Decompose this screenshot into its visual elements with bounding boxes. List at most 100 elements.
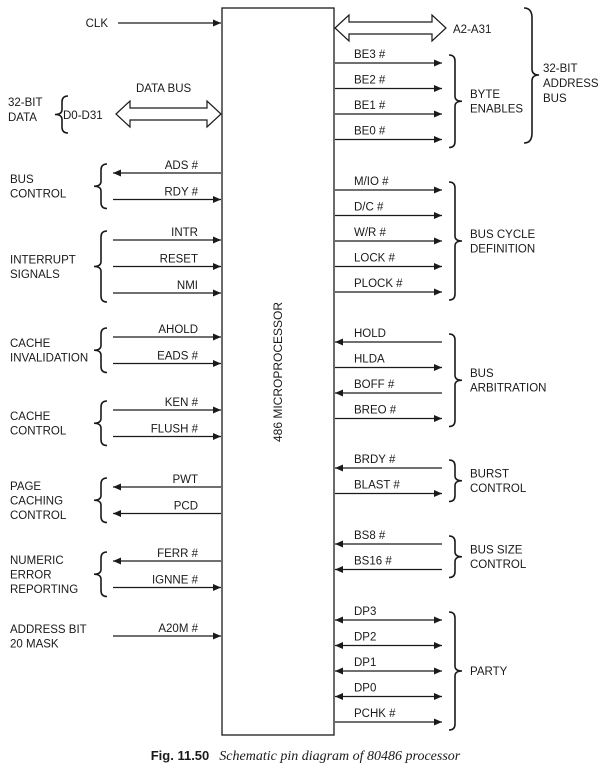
pin-label: PWT	[172, 474, 198, 486]
clk-arrowhead	[213, 19, 221, 27]
group-brace	[93, 477, 108, 524]
pin-label: W/R #	[354, 227, 387, 239]
pin-label: D/C #	[354, 202, 384, 214]
pin-label: LOCK #	[354, 253, 396, 265]
data-group-label: DATA	[8, 112, 37, 124]
pin-arrowhead	[434, 59, 442, 67]
pin-arrowhead	[434, 490, 442, 497]
pin-arrowhead	[213, 236, 221, 244]
pin-arrowhead	[335, 616, 343, 624]
pin-arrowhead	[213, 196, 221, 203]
group-label: PAGE	[10, 481, 41, 493]
group-label: ERROR	[10, 569, 52, 581]
pin-arrowhead	[213, 333, 221, 341]
group-label: BUS	[470, 368, 494, 380]
pin-label: AHOLD	[158, 324, 198, 336]
pin-label: RESET	[160, 254, 198, 266]
group-brace	[93, 230, 108, 303]
group-brace	[448, 54, 463, 149]
pin-arrowhead	[335, 338, 343, 346]
figure-caption: Fig. 11.50 Schematic pin diagram of 80486…	[0, 748, 611, 765]
chip-label: 486 MICROPROCESSOR	[271, 302, 285, 442]
pin-arrowhead	[335, 389, 343, 397]
group-label: BUS CYCLE	[470, 229, 536, 241]
pin-label: DP2	[354, 632, 376, 644]
pin-label: PLOCK #	[354, 278, 403, 290]
pin-arrowhead	[434, 212, 442, 219]
pin-arrowhead	[434, 616, 442, 624]
group-label: CONTROL	[10, 426, 67, 438]
pin-label: KEN #	[165, 397, 199, 409]
pin-arrowhead	[434, 364, 442, 371]
group-brace	[93, 400, 108, 447]
group-label: CONTROL	[10, 189, 67, 201]
pin-arrowhead	[213, 263, 221, 270]
group-label: ADDRESS BIT	[10, 624, 87, 636]
pin-label: RDY #	[164, 187, 198, 199]
pin-label: BS8 #	[354, 530, 386, 542]
pin-label: BOFF #	[354, 379, 395, 391]
pin-label: BE3 #	[354, 49, 386, 61]
group-label: BUS	[10, 174, 34, 186]
pin-label: NMI	[177, 280, 198, 292]
pin-arrowhead	[213, 632, 221, 640]
group-label: BYTE	[470, 89, 500, 101]
group-label: CONTROL	[10, 510, 67, 522]
group-label: CACHING	[10, 495, 63, 507]
pin-arrowhead	[434, 288, 442, 296]
group-brace	[93, 327, 108, 374]
group-label: PARTY	[470, 666, 508, 678]
pin-label: FLUSH #	[151, 424, 199, 436]
pin-label: BS16 #	[354, 556, 392, 568]
chip-body	[221, 7, 335, 736]
data-group-label: 32-BIT	[8, 97, 43, 109]
pin-arrowhead	[113, 169, 121, 177]
pin-arrowhead	[335, 540, 343, 548]
pin-arrowhead	[434, 186, 442, 194]
pin-label: BE0 #	[354, 126, 386, 138]
pin-arrowhead	[335, 566, 343, 573]
pin-label: BRDY #	[354, 454, 396, 466]
group-brace	[93, 551, 108, 598]
pin-arrowhead	[434, 110, 442, 118]
address-bus-label: A2-A31	[453, 24, 491, 36]
data-bus-label: DATA BUS	[136, 83, 191, 95]
group-brace	[448, 333, 463, 428]
group-label: ARBITRATION	[470, 383, 546, 395]
figure-number: Fig. 11.50	[150, 748, 210, 763]
pin-arrowhead	[434, 85, 442, 92]
pin-label: IGNNE #	[152, 575, 199, 587]
pin-arrowhead	[213, 289, 221, 297]
group-brace	[448, 459, 463, 503]
group-label: INVALIDATION	[10, 353, 88, 365]
address-group-label: BUS	[543, 93, 567, 105]
data-bus-arrow	[115, 99, 222, 129]
group-label: SIGNALS	[10, 269, 60, 281]
pin-arrowhead	[434, 415, 442, 422]
pin-arrowhead	[335, 642, 343, 649]
address-group-label: 32-BIT	[543, 63, 578, 75]
pin-label: HLDA	[354, 354, 385, 366]
pin-arrowhead	[213, 584, 221, 591]
pin-arrowhead	[213, 360, 221, 367]
pin-label: PCD	[174, 501, 198, 513]
pin-label: DP1	[354, 657, 376, 669]
pin-arrowhead	[434, 693, 442, 700]
group-label: CONTROL	[470, 483, 527, 495]
pin-label: DP0	[354, 683, 376, 695]
pin-arrowhead	[113, 483, 121, 491]
pin-arrowhead	[335, 464, 343, 472]
address-bus-arrow	[334, 13, 447, 43]
figure-title: Schematic pin diagram of 80486 processor	[219, 749, 461, 764]
group-brace	[93, 163, 108, 210]
group-label: NUMERIC	[10, 555, 64, 567]
pin-arrowhead	[335, 693, 343, 700]
pin-arrowhead	[434, 237, 442, 245]
group-label: INTERRUPT	[10, 254, 76, 266]
pin-arrowhead	[434, 136, 442, 143]
data-lines-label: D0-D31	[63, 110, 103, 122]
pin-label: INTR	[171, 227, 198, 239]
pin-label: BE1 #	[354, 100, 386, 112]
group-brace	[448, 535, 463, 579]
